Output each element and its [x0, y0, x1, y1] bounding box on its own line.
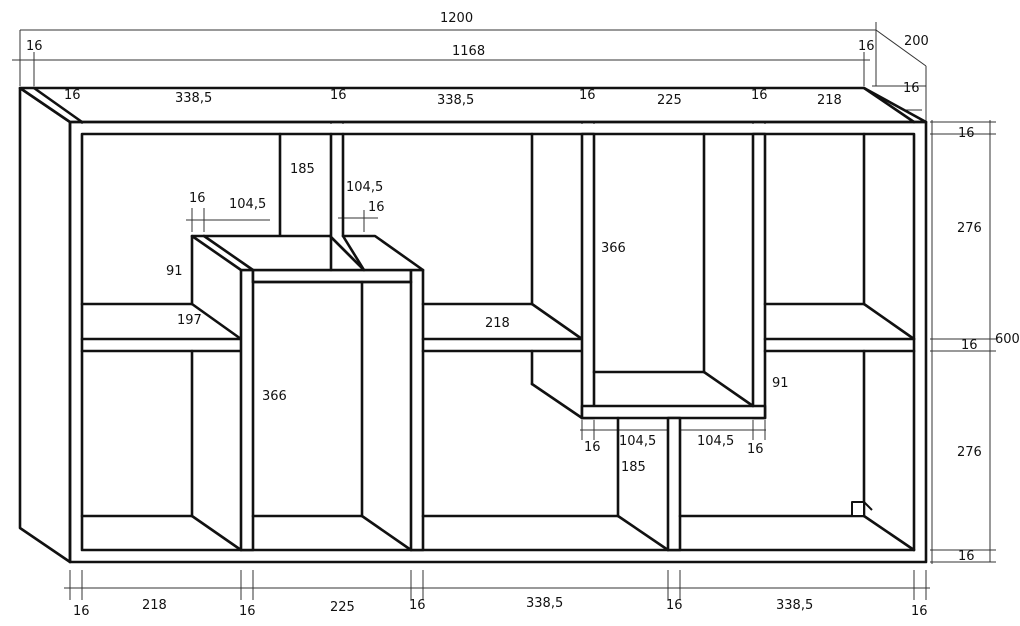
bottom-t4-label: 16	[666, 598, 683, 613]
top-w1-label: 338,5	[175, 91, 212, 106]
upper-divider-label: 185	[290, 162, 315, 177]
right-t-top-label: 16	[958, 126, 975, 141]
right-box-height-label: 91	[772, 376, 789, 391]
left-section	[80, 132, 282, 552]
tall-right-box	[580, 132, 767, 552]
tall-left-column	[190, 234, 425, 552]
right-h-lower-label: 276	[957, 445, 982, 460]
left-shelf-width-label: 197	[177, 313, 202, 328]
right-t-mid-label: 16	[961, 338, 978, 353]
depth-label: 200	[904, 34, 929, 49]
bottom-t3-label: 16	[409, 598, 426, 613]
top-w2-label: 338,5	[437, 93, 474, 108]
inner-width-label: 1168	[452, 44, 485, 59]
box-top-w-left-label: 104,5	[229, 197, 266, 212]
top-t2-label: 16	[330, 88, 347, 103]
right-t-bottom-label: 16	[958, 549, 975, 564]
right-thickness-label: 16	[858, 39, 875, 54]
box-top-t-right-label: 16	[368, 200, 385, 215]
right-h-upper-label: 276	[957, 221, 982, 236]
left-box-height-label: 91	[166, 264, 183, 279]
middle-shelf-width-label: 218	[485, 316, 510, 331]
overall-width-label: 1200	[440, 11, 473, 26]
upper-middle-divider	[329, 132, 345, 272]
top-w4-label: 218	[817, 93, 842, 108]
bottom-t1-label: 16	[73, 604, 90, 619]
height-label: 600	[995, 332, 1020, 347]
tall-left-height-label: 366	[262, 389, 287, 404]
left-thickness-label: 16	[26, 39, 43, 54]
lower-divider-label: 185	[621, 460, 646, 475]
right-section	[678, 132, 916, 552]
labels: 1200 1168 200 16 16 16 16 338,5 16 338,5…	[26, 11, 1020, 619]
top-t3-label: 16	[579, 88, 596, 103]
box-top-width-label: 104,5	[346, 180, 383, 195]
depth-side-thickness-label: 16	[903, 81, 920, 96]
middle-section	[421, 132, 670, 552]
tall-right-height-label: 366	[601, 241, 626, 256]
bottom-w3-label: 338,5	[526, 596, 563, 611]
under-box-t-left-label: 16	[584, 440, 601, 455]
cabinet-outline	[18, 86, 928, 564]
under-box-w-right-label: 104,5	[697, 434, 734, 449]
bottom-w2-label: 225	[330, 600, 355, 615]
bottom-w4-label: 338,5	[776, 598, 813, 613]
bottom-w1-label: 218	[142, 598, 167, 613]
under-box-w-left-label: 104,5	[619, 434, 656, 449]
under-box-t-right-label: 16	[747, 442, 764, 457]
bottom-t2-label: 16	[239, 604, 256, 619]
top-w3-label: 225	[657, 93, 682, 108]
box-top-t-left-label: 16	[189, 191, 206, 206]
top-t1-label: 16	[64, 88, 81, 103]
bottom-t5-label: 16	[911, 604, 928, 619]
top-t4-label: 16	[751, 88, 768, 103]
bracket-block	[851, 501, 865, 517]
